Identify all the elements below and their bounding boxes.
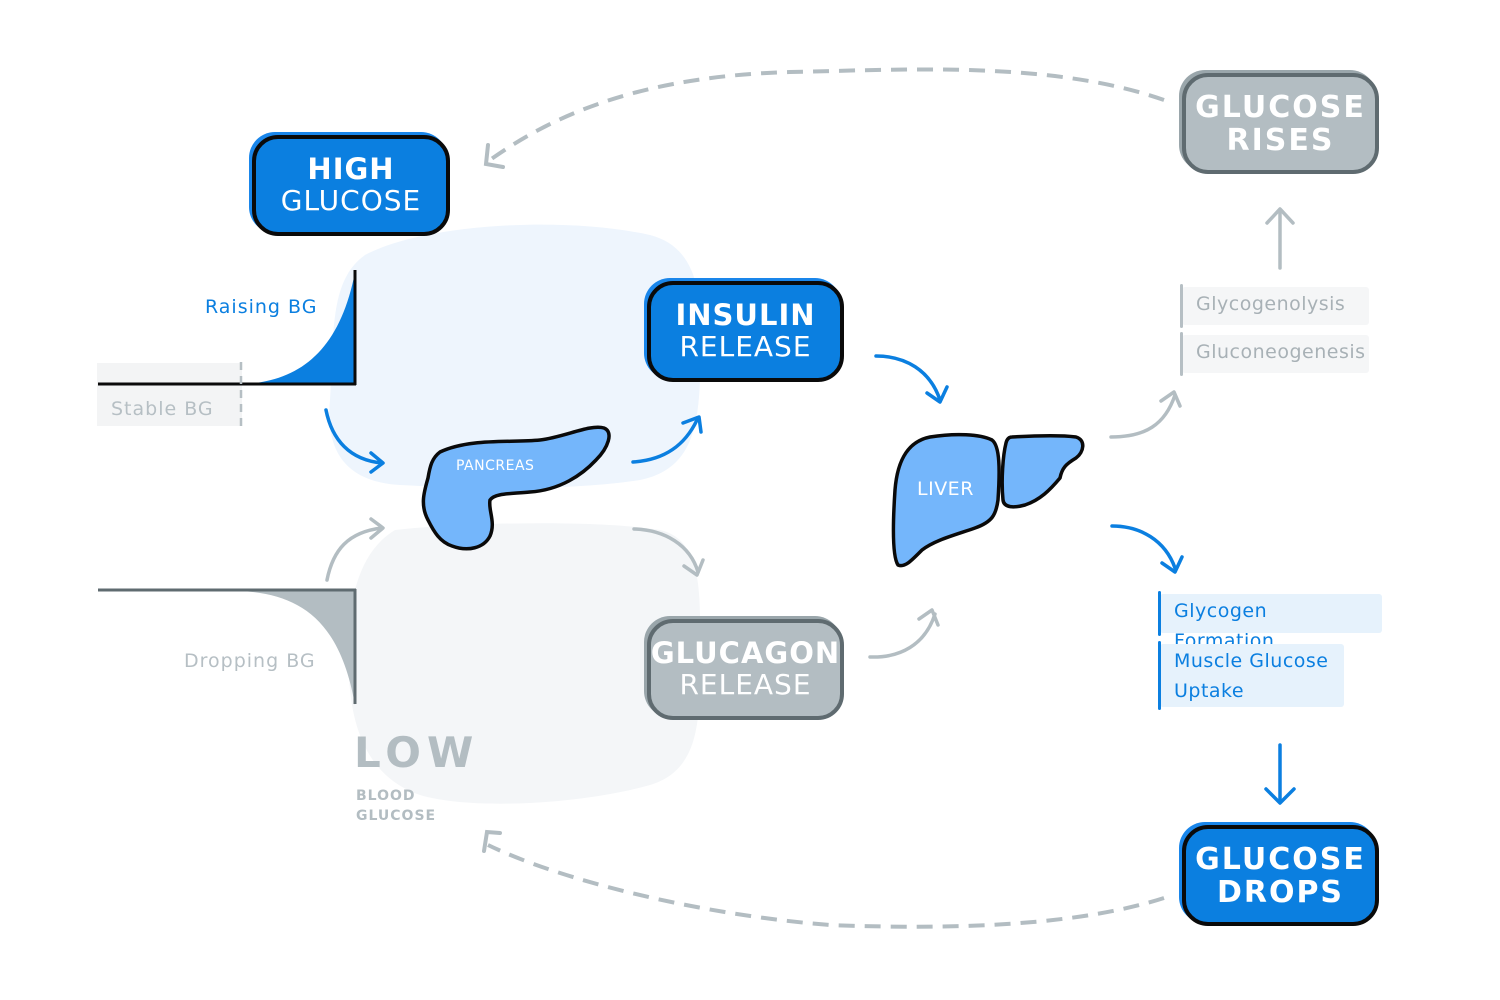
- high-zone-background: [329, 224, 702, 489]
- liver-label: LIVER: [917, 478, 974, 500]
- liver-organ: [891, 432, 1085, 568]
- high-glucose-node: HIGH GLUCOSE: [252, 135, 450, 236]
- raising-bg-label: Raising BG: [205, 296, 318, 318]
- glucagon-release-line2: RELEASE: [679, 668, 812, 702]
- process-glycogen-formation: Glycogen Formation: [1158, 591, 1382, 652]
- process-muscle-line2: Uptake: [1174, 680, 1245, 702]
- glucose-rises-line1: GLUCOSE: [1195, 89, 1366, 125]
- arrow-pancreas-to-glucagon: [632, 527, 705, 577]
- feedback-arrow-rises-to-high: [483, 67, 1165, 169]
- dropping-bg-label: Dropping BG: [184, 650, 316, 672]
- insulin-release-line2: RELEASE: [679, 330, 812, 364]
- feedback-arrow-drops-to-low: [482, 829, 1165, 929]
- process-muscle-line1: Muscle Glucose: [1174, 650, 1329, 672]
- stable-bg-label: Stable BG: [111, 398, 214, 420]
- glucose-drops-line1: GLUCOSE: [1195, 841, 1366, 877]
- low-sub-blood: BLOOD: [356, 788, 416, 804]
- insulin-release-line1: INSULIN: [675, 298, 816, 333]
- glucose-drops-line2: DROPS: [1216, 874, 1345, 910]
- glucagon-release-node: GLUCAGON RELEASE: [647, 619, 844, 720]
- arrow-insulin-to-liver: [874, 354, 949, 404]
- pancreas-shape: [421, 425, 611, 551]
- glucose-rises-node: GLUCOSE RISES: [1182, 73, 1379, 174]
- arrow-liver-to-lowering: [1110, 524, 1184, 574]
- arrow-raising-to-pancreas: [324, 408, 385, 474]
- process-muscle-glucose-uptake: Muscle Glucose Uptake: [1158, 641, 1344, 710]
- process-glycogenolysis-label: Glycogenolysis: [1196, 293, 1346, 315]
- liver-right-lobe: [1000, 434, 1085, 509]
- high-glucose-line2: GLUCOSE: [280, 184, 422, 218]
- arrow-lowering-to-drops: [1264, 743, 1296, 805]
- arrow-liver-to-raising: [1109, 390, 1182, 439]
- process-gluconeogenesis-label: Gluconeogenesis: [1196, 341, 1366, 363]
- process-glycogenolysis: Glycogenolysis: [1180, 284, 1369, 328]
- low-sub-glucose: GLUCOSE: [356, 808, 437, 824]
- low-zone-background: [348, 523, 701, 804]
- insulin-release-node: INSULIN RELEASE: [647, 281, 844, 382]
- glucose-drops-node: GLUCOSE DROPS: [1182, 825, 1379, 926]
- arrow-dropping-to-pancreas: [325, 517, 385, 582]
- arrow-pancreas-to-insulin: [631, 415, 703, 464]
- low-title: LOW: [354, 728, 480, 777]
- liver-left-lobe: [891, 432, 1001, 568]
- pancreas-organ: [421, 425, 611, 551]
- dropping-bg-fill: [240, 591, 355, 705]
- arrow-glucagon-to-liver: [868, 608, 940, 659]
- raising-bg-curve: [97, 270, 357, 428]
- high-glucose-line1: HIGH: [307, 152, 395, 187]
- pancreas-label: PANCREAS: [456, 458, 535, 474]
- process-gluconeogenesis: Gluconeogenesis: [1180, 332, 1369, 376]
- glucose-rises-line2: RISES: [1226, 122, 1335, 158]
- stable-bg-band: [97, 363, 242, 426]
- glucagon-release-line1: GLUCAGON: [650, 636, 841, 671]
- arrow-raising-to-rises: [1265, 207, 1295, 270]
- dropping-bg-curve: [98, 588, 357, 705]
- raising-bg-fill: [242, 272, 355, 384]
